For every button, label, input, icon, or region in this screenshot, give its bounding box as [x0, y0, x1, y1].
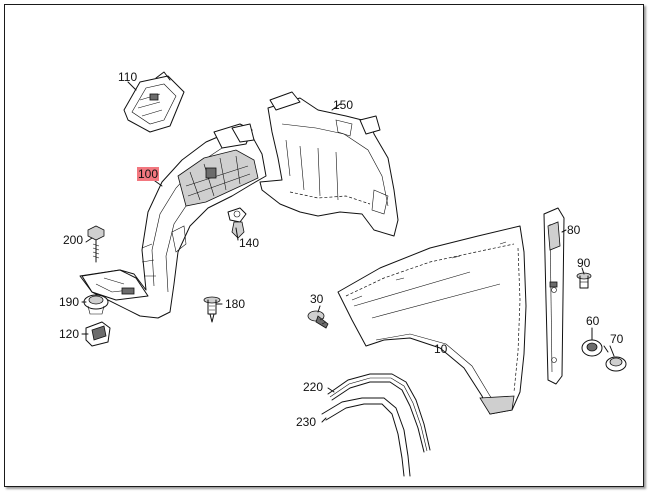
- part-10-fender[interactable]: [337, 225, 527, 415]
- callout-80[interactable]: 80: [567, 223, 581, 237]
- callout-180[interactable]: 180: [225, 297, 246, 311]
- part-60-nut[interactable]: [581, 339, 609, 357]
- callout-60[interactable]: 60: [586, 314, 600, 328]
- part-100-wheel-arch-liner[interactable]: [79, 123, 267, 319]
- callout-110[interactable]: 110: [118, 70, 138, 84]
- part-200-screw[interactable]: [87, 225, 105, 263]
- part-120-spring-nut[interactable]: [85, 321, 111, 347]
- callout-90[interactable]: 90: [577, 256, 591, 270]
- part-150-liner[interactable]: [259, 91, 399, 237]
- callout-190[interactable]: 190: [59, 295, 80, 309]
- part-140-clip[interactable]: [227, 207, 247, 239]
- part-70-cap[interactable]: [605, 356, 627, 372]
- part-190-round-clip[interactable]: [83, 294, 109, 315]
- callout-10[interactable]: 10: [434, 342, 448, 356]
- callout-200[interactable]: 200: [63, 233, 84, 247]
- callout-100[interactable]: 100: [137, 167, 160, 181]
- diagram-frame: [4, 4, 644, 487]
- part-30-bolt[interactable]: [307, 310, 329, 329]
- part-220-arch-moulding[interactable]: [327, 373, 431, 453]
- part-230-arch-moulding[interactable]: [321, 397, 411, 477]
- callout-30[interactable]: 30: [310, 292, 324, 306]
- part-90-pin[interactable]: [576, 272, 592, 289]
- part-80-support-strip[interactable]: [543, 207, 565, 385]
- callout-70[interactable]: 70: [610, 332, 624, 346]
- part-110-bracket[interactable]: [123, 71, 185, 133]
- callout-140[interactable]: 140: [239, 236, 260, 250]
- callout-220[interactable]: 220: [303, 380, 324, 394]
- part-180-push-pin[interactable]: [203, 296, 221, 323]
- callout-230[interactable]: 230: [296, 415, 317, 429]
- callout-150[interactable]: 150: [333, 98, 354, 112]
- callout-120[interactable]: 120: [59, 327, 80, 341]
